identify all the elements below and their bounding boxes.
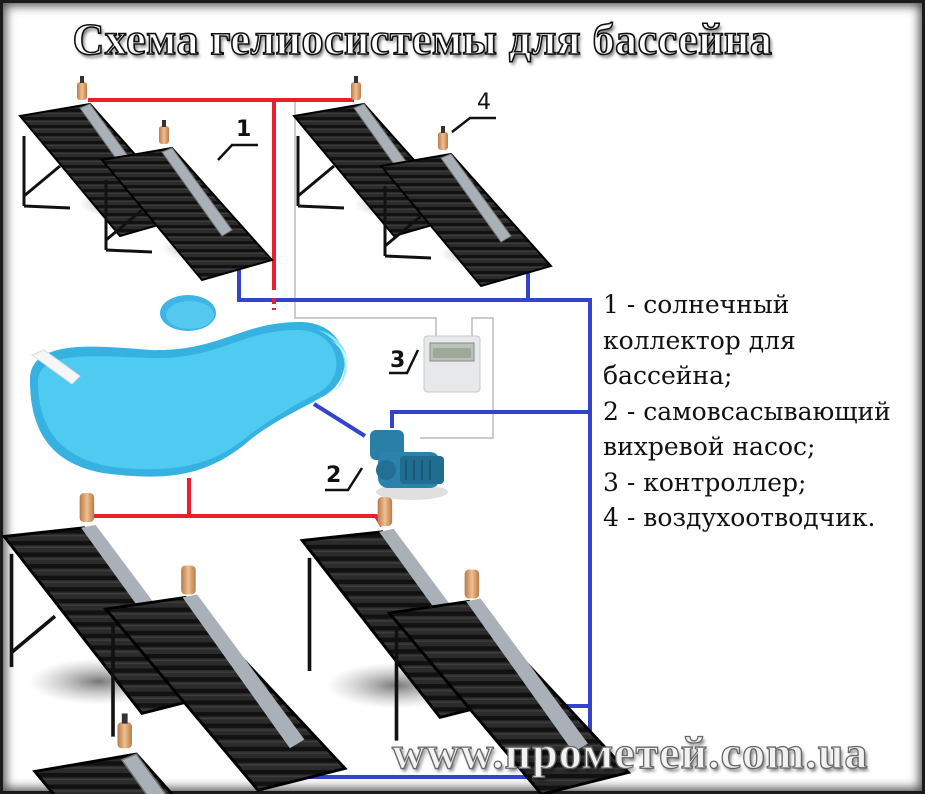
legend: 1 - солнечный коллектор для бассейна; 2 … xyxy=(603,287,923,536)
pool xyxy=(30,295,349,477)
website-watermark: www.прометей.com.ua xyxy=(391,726,869,778)
legend-line: 1 - солнечный xyxy=(603,290,790,319)
collector-group-bottom-left-large xyxy=(1,493,348,792)
collector-group-top-right xyxy=(292,74,553,288)
controller-device xyxy=(423,335,481,393)
legend-line: 3 - контроллер; xyxy=(603,467,807,497)
collector-group-top-left xyxy=(18,74,274,282)
legend-line: коллектор для xyxy=(603,325,796,355)
callout-controller: 3 xyxy=(390,348,406,373)
signal-wires xyxy=(294,100,494,439)
callout-collector: 1 xyxy=(236,117,252,142)
pump-device xyxy=(370,430,448,500)
legend-line: 2 - самовсасывающий xyxy=(603,396,891,426)
legend-line: вихревой насос; xyxy=(603,432,816,461)
legend-line: бассейна; xyxy=(603,361,733,390)
collector-group-bottom-right-large xyxy=(299,497,632,794)
callout-pump: 2 xyxy=(326,463,342,488)
diagram-title: Схема гелиосистемы для бассейна xyxy=(72,14,773,65)
callout-leaders xyxy=(217,116,496,492)
legend-line: 4 - воздухоотводчик. xyxy=(603,503,876,532)
callout-air-vent: 4 xyxy=(477,90,491,115)
